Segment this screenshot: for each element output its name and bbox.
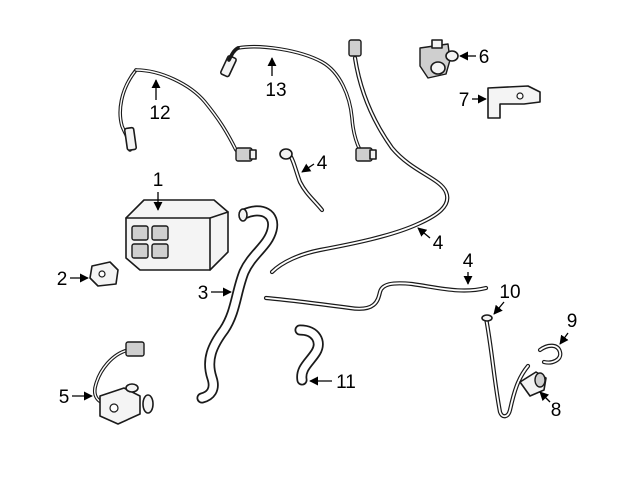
canister-bracket-part-2 (89, 261, 119, 287)
callout-8: 8 (539, 391, 562, 421)
callout-4-short-line: 4 (301, 153, 328, 174)
canister-hose-part-3 (196, 205, 279, 404)
callout-label-2: 2 (57, 269, 68, 290)
connector-hose-part-9 (537, 343, 563, 365)
vent-tube-part-10 (481, 314, 531, 419)
oxygen-sensor-harness-part-13 (220, 44, 377, 162)
vapor-line-long-part-4 (269, 39, 450, 275)
callout-label-4c: 4 (463, 251, 474, 272)
callout-label-5: 5 (59, 387, 70, 408)
purge-valve-part-6 (419, 39, 459, 79)
callout-6: 6 (459, 47, 490, 68)
callout-label-7: 7 (459, 90, 470, 111)
callout-4-long-line: 4 (417, 227, 444, 254)
callout-10: 10 (493, 282, 521, 315)
callout-3: 3 (198, 283, 232, 304)
callout-label-8: 8 (551, 400, 562, 421)
callout-label-4a: 4 (317, 153, 328, 174)
callout-13: 13 (265, 57, 287, 101)
leak-detection-pump-part-5 (93, 341, 154, 425)
callout-11: 11 (309, 372, 356, 393)
vapor-tube-lower-part-4 (263, 281, 489, 311)
oxygen-sensor-harness-part-12 (118, 68, 257, 162)
charcoal-canister-part-1 (125, 199, 229, 271)
callout-label-11: 11 (336, 372, 356, 393)
vent-hose-part-11 (294, 324, 324, 386)
callout-label-4b: 4 (433, 233, 444, 254)
bracket-part-7 (487, 85, 541, 119)
callout-9: 9 (559, 311, 578, 345)
callout-1: 1 (153, 170, 164, 211)
callout-label-1: 1 (153, 170, 164, 191)
callout-5: 5 (59, 387, 93, 408)
callout-label-10: 10 (499, 282, 520, 303)
callout-label-12: 12 (149, 103, 170, 124)
callout-12: 12 (149, 79, 171, 124)
callout-2: 2 (57, 269, 89, 290)
callout-label-3: 3 (198, 283, 209, 304)
filter-part-8 (519, 371, 547, 397)
vapor-line-short-part-4 (279, 148, 325, 213)
callout-7: 7 (459, 90, 487, 111)
callout-label-6: 6 (479, 47, 490, 68)
callout-4-lower-tube: 4 (463, 251, 474, 285)
callout-label-9: 9 (567, 311, 578, 332)
callout-label-13: 13 (265, 80, 286, 101)
